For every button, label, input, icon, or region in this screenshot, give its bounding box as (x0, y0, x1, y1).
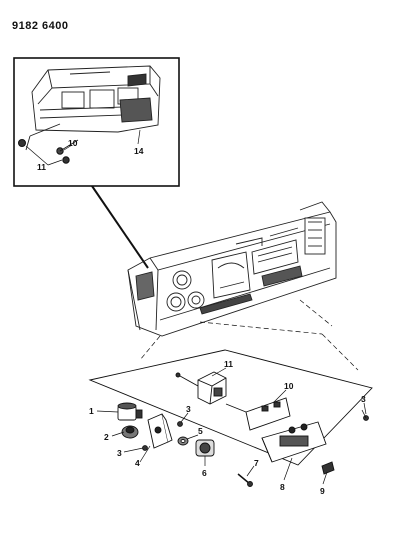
callout-4: 4 (135, 458, 140, 468)
callout-3a: 3 (117, 448, 122, 458)
inset-frame (13, 57, 180, 187)
callout-3c: 3 (361, 394, 366, 404)
leader-13 (47, 159, 63, 166)
part-3-screw-left (142, 445, 148, 451)
callout-12: 10 (68, 138, 78, 148)
part-11-module (175, 371, 227, 405)
callout-7: 7 (254, 458, 259, 468)
inset-cluster-housing (25, 65, 161, 151)
part-10-bracket (225, 397, 291, 431)
document-number: 9182 6400 (12, 20, 69, 32)
part-3-screw-right (361, 409, 369, 421)
inset-screw-12 (56, 139, 79, 155)
callout-9: 9 (320, 486, 325, 496)
leader-13b (25, 145, 49, 166)
part-6-knob (195, 439, 215, 457)
part-8-control-head (261, 421, 327, 463)
inset-detail-view (13, 57, 180, 187)
part-5-washer (177, 436, 189, 446)
callout-6: 6 (202, 468, 207, 478)
leader-12 (63, 144, 73, 151)
part-4-bracket (147, 413, 173, 449)
callout-leaders (96, 367, 367, 485)
callout-3b: 3 (186, 404, 191, 414)
inset-nut-13b (62, 156, 70, 164)
instrument-panel-assembly (127, 201, 337, 337)
leader-14 (137, 129, 141, 145)
callout-14: 14 (134, 146, 144, 156)
callout-10: 10 (284, 381, 294, 391)
callout-11: 11 (224, 359, 233, 369)
parts-outline (88, 349, 373, 466)
callout-1: 1 (89, 406, 94, 416)
part-1-switch (117, 402, 143, 421)
part-3-screw-centre (177, 421, 183, 427)
callout-2: 2 (104, 432, 109, 442)
alignment-lines (139, 299, 359, 371)
callout-13: 11 (37, 162, 46, 172)
part-7-screw (237, 473, 253, 487)
inset-pointer-line (91, 185, 149, 269)
callout-8: 8 (280, 482, 285, 492)
callout-5: 5 (198, 426, 203, 436)
part-2-knob (121, 425, 139, 439)
inset-nut-13a (18, 139, 26, 147)
part-9-knob (321, 461, 335, 475)
callout-labels: 10 11 14 1 2 3 4 3 5 6 7 11 10 8 9 3 (37, 138, 366, 496)
